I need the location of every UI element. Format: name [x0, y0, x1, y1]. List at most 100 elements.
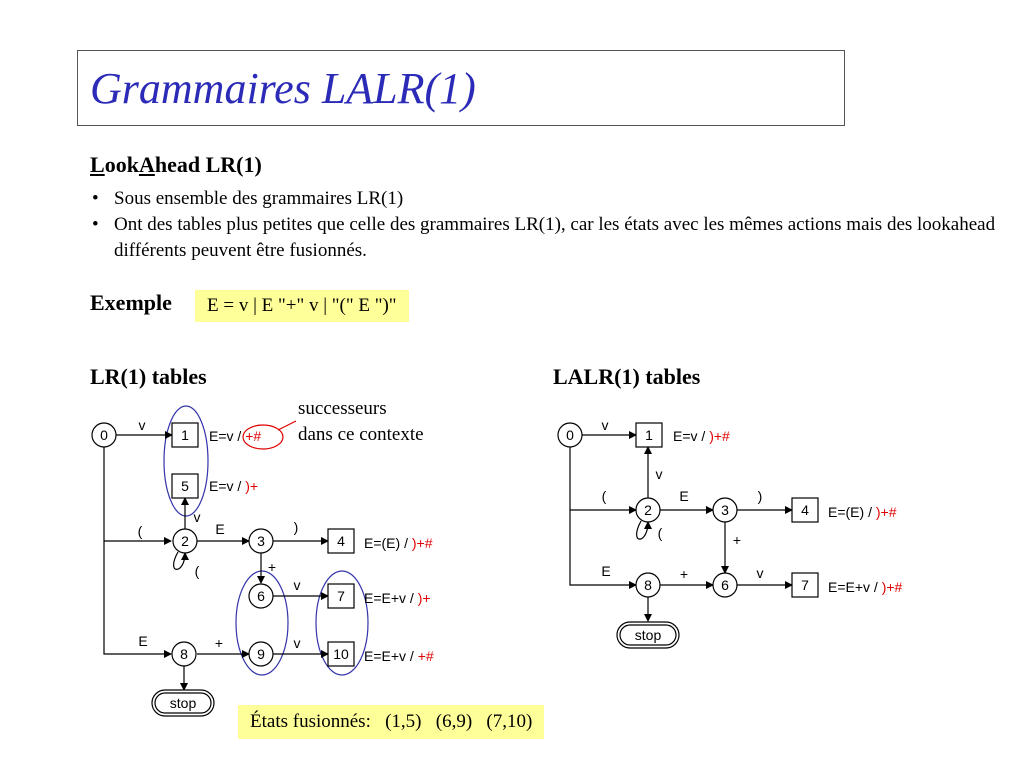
reduction-label: E=(E) / )+# [828, 504, 897, 520]
edge-label: E [679, 488, 688, 504]
reduction-rule: E=(E) / [828, 504, 876, 520]
state-label: 3 [721, 502, 729, 518]
reduction-label: E=v / )+ [209, 478, 258, 494]
lr1-title: LR(1) tables [90, 364, 207, 389]
state-label: 9 [257, 646, 265, 662]
state-box-4 [791, 497, 819, 523]
stop-box-inner [154, 692, 212, 714]
state-label: 6 [721, 577, 729, 593]
lalr-automaton [557, 422, 819, 649]
reduction-rule: E=v / [209, 428, 245, 444]
edge-label: + [680, 566, 688, 582]
edge-label: ( [195, 563, 200, 579]
lookahead-set: +# [418, 648, 434, 664]
page-title: Grammaires LALR(1) [90, 64, 476, 113]
edge-label: ( [602, 488, 607, 504]
reduction-rule: E=E+v / [364, 590, 418, 606]
bullet-item: •Sous ensemble des grammaires LR(1) [92, 186, 1012, 212]
edge-label: v [194, 509, 201, 525]
state-label: 1 [181, 427, 189, 443]
reduction-rule: E=E+v / [828, 579, 882, 595]
edge-label: v [757, 565, 764, 581]
reduction-rule: E=v / [209, 478, 245, 494]
edge-2-2 [636, 520, 652, 540]
group-ellipse-7-10 [315, 570, 369, 676]
annotation-line: successeurs [298, 398, 387, 419]
state-label: 4 [801, 502, 809, 518]
edge-label: v [294, 577, 301, 593]
reduction-label: E=E+v / )+ [364, 590, 431, 606]
bullet-item: • Ont des tables plus petites que celle d… [92, 212, 1012, 264]
lookahead-set: )+# [709, 428, 730, 444]
state-label: 7 [337, 588, 345, 604]
state-circle-3 [712, 497, 738, 523]
state-circle-0 [557, 422, 583, 448]
state-box-1 [635, 422, 663, 448]
state-label: 0 [100, 427, 108, 443]
lalr-title: LALR(1) tables [553, 364, 701, 389]
reduction-label: E=E+v / )+# [828, 579, 903, 595]
edge-2-2 [173, 551, 189, 570]
edge-0-8 [569, 510, 637, 589]
state-label: 3 [257, 533, 265, 549]
state-label: 6 [257, 588, 265, 604]
reduction-label: E=v / )+# [673, 428, 730, 444]
edge-label: v [656, 466, 663, 482]
state-box-7 [327, 583, 355, 609]
group-ellipse-6-9 [235, 570, 289, 676]
state-label: 4 [337, 533, 345, 549]
title-box: Grammaires LALR(1) [77, 50, 845, 126]
reduction-label: E=E+v / +# [364, 648, 434, 664]
edge-label: v [602, 417, 609, 433]
state-box-5 [171, 473, 199, 499]
state-label: 1 [645, 427, 653, 443]
bullet-text: Ont des tables plus petites que celle de… [114, 214, 996, 261]
merged-states-box: États fusionnés: (1,5) (6,9) (7,10) [238, 705, 545, 739]
heading-letter-a: A [138, 152, 155, 177]
lalr-reductions: E=v / )+# E=(E) / )+# E=E+v / )+# [673, 428, 903, 595]
lookahead-set: )+ [245, 478, 258, 494]
bullet-list: •Sous ensemble des grammaires LR(1) • Ont… [92, 186, 1012, 264]
edge-label: E [601, 563, 610, 579]
lalr-labels: 0 1 2 3 4 8 6 7 stop v v ( E ) ( + E + v [566, 417, 809, 643]
bullet-dot: • [92, 214, 99, 235]
edge-label: ) [294, 519, 299, 535]
edge-0-8 [103, 541, 172, 658]
reduction-rule: E=E+v / [364, 648, 418, 664]
bullet-dot: • [92, 188, 99, 209]
state-circle-2 [172, 528, 198, 554]
reduction-rule: E=(E) / [364, 535, 412, 551]
annotation-line: dans ce contexte [298, 424, 424, 445]
lr1-labels: 0 1 5 2 3 4 6 7 8 9 10 stop v v ( E ) ( … [100, 417, 349, 711]
reduction-label: E=v / +# [209, 428, 261, 444]
lookahead-highlight [242, 424, 284, 450]
edge-label: v [294, 635, 301, 651]
state-box-1 [171, 422, 199, 448]
state-box-7 [791, 572, 819, 598]
edge-label: ( [658, 525, 663, 541]
edge-label: E [138, 633, 147, 649]
state-circle-8 [171, 641, 197, 667]
stop-label: stop [170, 695, 197, 711]
state-label: 2 [181, 533, 189, 549]
state-box-4 [327, 528, 355, 554]
state-label: 8 [180, 646, 188, 662]
lookahead-set: )+# [412, 535, 433, 551]
state-label: 5 [181, 478, 189, 494]
edge-label: ( [138, 523, 143, 539]
heading-letter-l: L [90, 152, 105, 177]
state-circle-8 [635, 572, 661, 598]
reduction-rule: E=v / [673, 428, 709, 444]
lookahead-set: )+# [882, 579, 903, 595]
section-heading: LookAhead LR(1) [90, 152, 262, 178]
heading-part-rest: head LR(1) [154, 152, 262, 177]
state-circle-9 [248, 641, 274, 667]
lookahead-set: )+# [876, 504, 897, 520]
edge-label: + [733, 532, 741, 548]
state-label: 0 [566, 427, 574, 443]
edge-label: ) [758, 488, 763, 504]
state-circle-3 [248, 528, 274, 554]
annotation-pointer [277, 420, 297, 431]
lr1-automaton [91, 405, 369, 717]
grammar-box: E = v | E "+" v | "(" E ")" [195, 290, 409, 322]
